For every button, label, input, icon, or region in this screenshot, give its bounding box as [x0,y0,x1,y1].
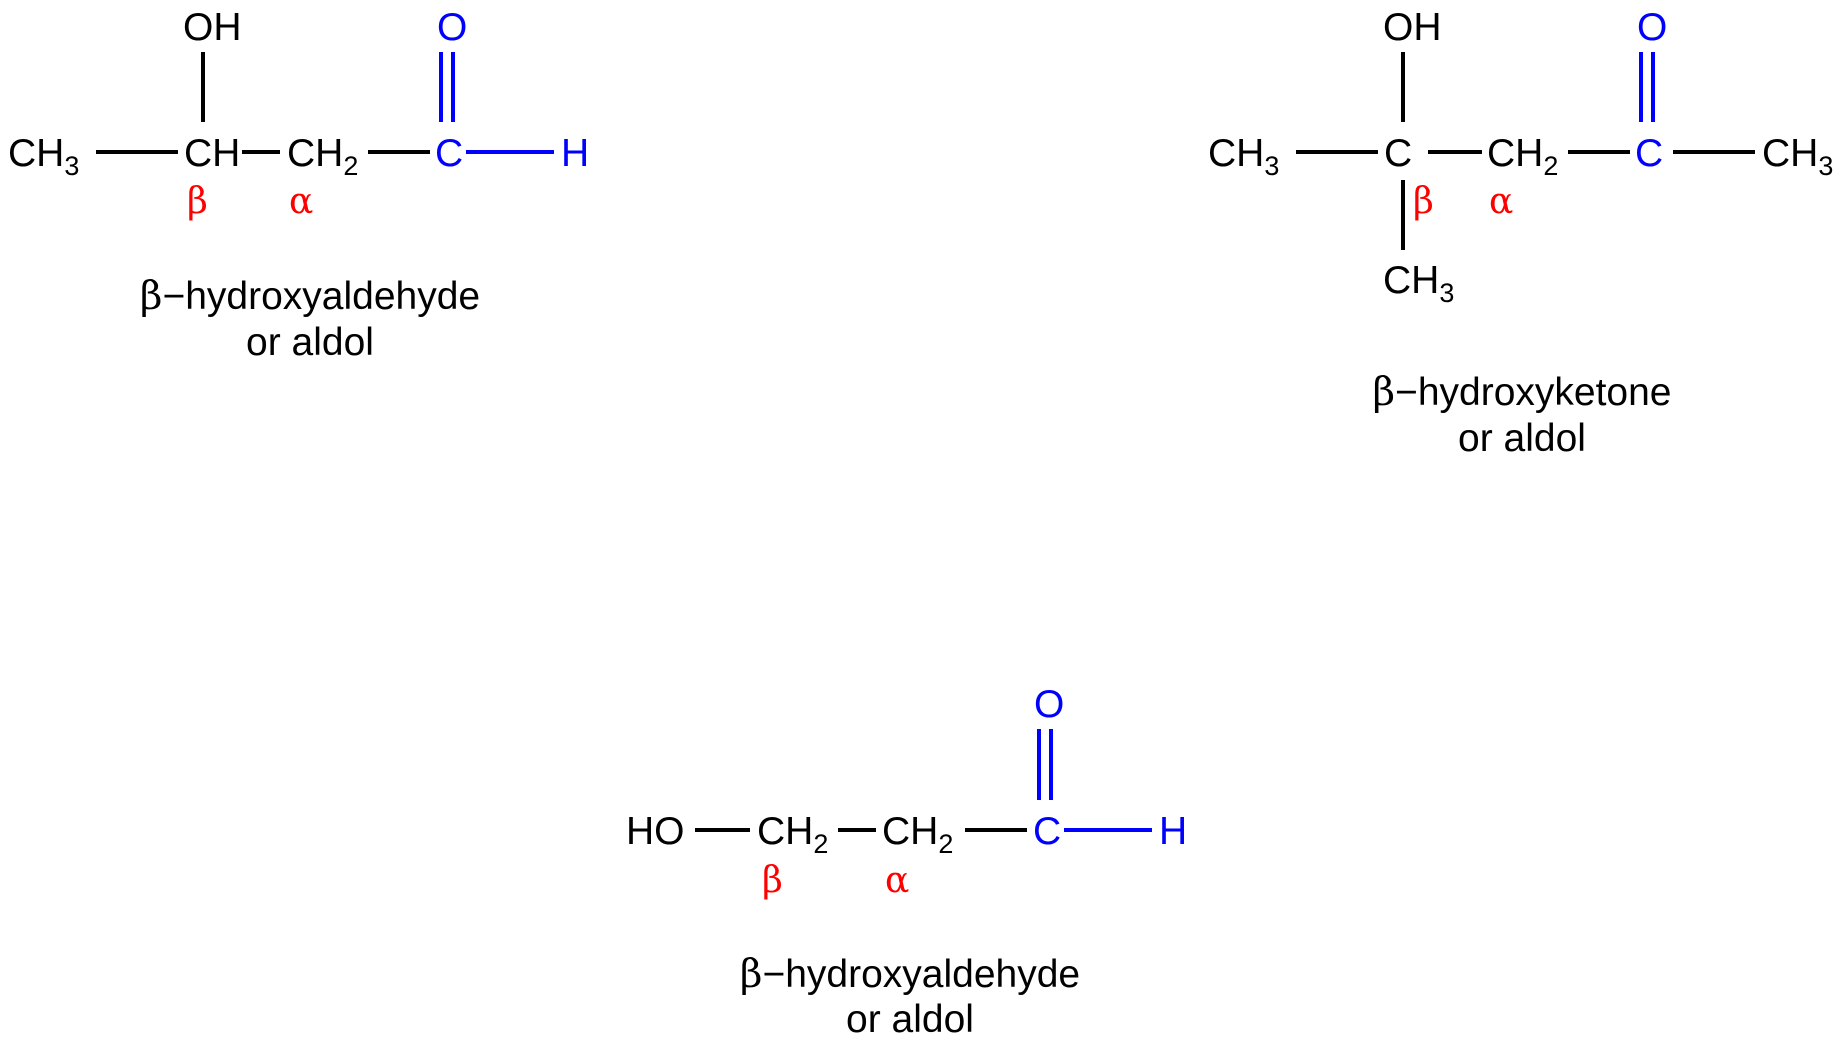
alpha-label: α [289,181,313,222]
hydroxyl-group: OH [183,6,242,49]
beta-label: β [762,860,783,901]
alpha-label: α [1489,181,1513,222]
caption-line-2: or aldol [246,321,374,364]
hydroxyl-group: OH [1383,6,1442,49]
hydroxyl-group: HO [626,810,685,853]
caption-line-1: β−hydroxyketone [1373,370,1672,415]
carbonyl-oxygen: O [437,6,467,49]
beta-carbon: CH [184,132,240,175]
ch3-left-group: CH3 [1208,132,1279,181]
aldehyde-hydrogen: H [561,132,589,175]
caption-line-2: or aldol [1458,417,1586,460]
carbonyl-carbon: C [1033,810,1061,853]
aldehyde-hydrogen: H [1159,810,1187,853]
molecule-hydroxyaldehyde-1: CH3 OH CH CH2 O C H β α β−hydroxyaldehyd… [8,6,589,364]
beta-ch2-group: CH2 [757,810,828,859]
ch3-bottom-group: CH3 [1383,259,1454,308]
carbonyl-carbon: C [435,132,463,175]
molecule-hydroxyaldehyde-2: HO CH2 CH2 O C H β α β−hydroxyaldehyde o… [626,683,1187,1041]
ch2-group: CH2 [287,132,358,181]
beta-label: β [1413,181,1434,222]
ch3-group: CH3 [8,132,79,181]
beta-carbon: C [1384,132,1412,175]
caption-line-1: β−hydroxyaldehyde [740,952,1080,997]
ch2-group: CH2 [1487,132,1558,181]
alpha-label: α [885,860,909,901]
carbonyl-carbon: C [1635,132,1663,175]
carbonyl-oxygen: O [1637,6,1667,49]
beta-label: β [187,181,208,222]
caption-line-2: or aldol [846,998,974,1041]
molecule-hydroxyketone: CH3 OH C CH2 O C CH3 CH3 β α β−hydroxyke… [1208,6,1833,460]
ch3-right-group: CH3 [1762,132,1833,181]
carbonyl-oxygen: O [1034,683,1064,726]
alpha-ch2-group: CH2 [882,810,953,859]
caption-line-1: β−hydroxyaldehyde [140,274,480,319]
